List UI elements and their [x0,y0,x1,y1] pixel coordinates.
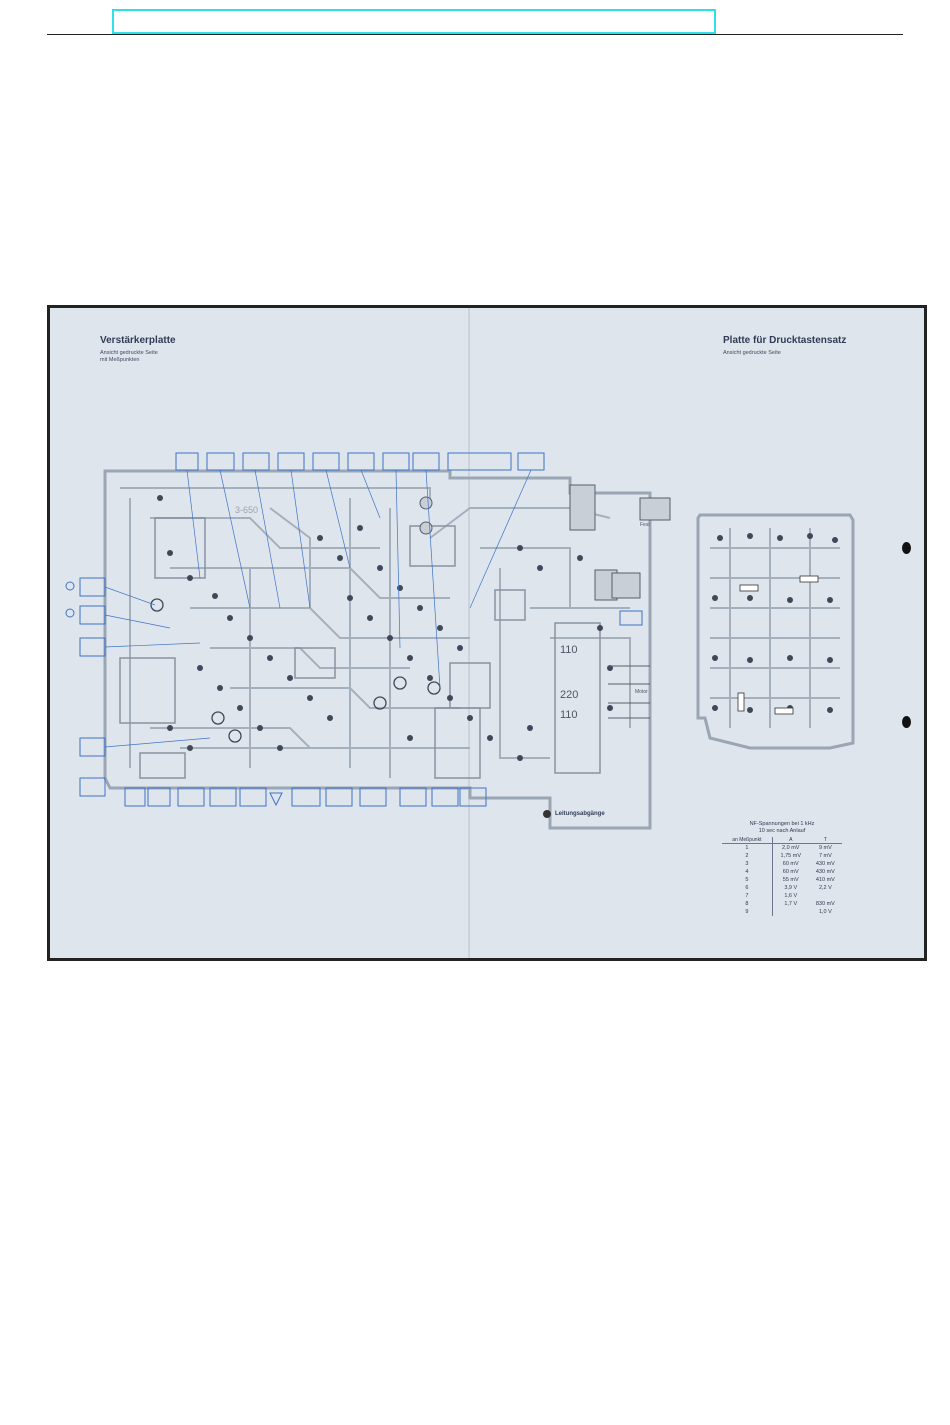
shield-modules [119,517,601,779]
schematic-scan: Verstärkerplatte Ansicht gedruckte Seite… [47,305,927,961]
table-row: 7 1,6 V [722,892,842,900]
table-cell: 1,6 V [784,893,798,899]
table-cell: 9 mV [818,845,832,851]
measurement-table: NF-Spannungen bei 1 kHz 10 sec nach Anla… [722,821,842,916]
table-cell: 430 mV [815,861,835,867]
table-cell: 7 [722,892,773,900]
table-cell: 2,0 mV [782,845,800,851]
legend-line-outputs: Leitungsabgänge [555,811,605,817]
left-board-subtitle-2: mit Meßpunkten [100,357,140,363]
table-row: 2 1,75 mV 7 mV [722,852,842,860]
table-cell: 60 mV [782,861,799,867]
voltage-table: an Meßpunkt A T 1 2,0 mV 9 mV 2 1,75 mV 7 mV… [722,837,842,916]
table-cell: 1 [722,843,773,852]
table-cell: 410 mV [815,877,835,883]
table-cell: 2 [722,852,773,860]
measurement-tags-bottom [79,577,643,807]
table-cell: 830 mV [815,901,835,907]
table-cell: 60 mV [782,869,799,875]
table-row: 5 55 mV 410 mV [722,876,842,884]
voltage-110-bottom: 110 [560,709,578,721]
table-row: 6 3,9 V 2,2 V [722,884,842,892]
part-number: 3-650 [235,505,258,515]
table-cell: 8 [722,900,773,908]
table-caption-2: 10 sec nach Anlauf [758,828,806,834]
measurement-leaders [104,469,532,748]
table-header-point: an Meßpunkt [722,837,773,844]
table-cell: 430 mV [815,869,835,875]
measurement-tags-top [175,452,545,471]
voltage-110-top: 110 [560,644,578,656]
test-point-triangle [269,792,283,807]
binder-hole-bottom [902,716,911,728]
table-cell: 1,7 V [784,901,798,907]
test-point-u-icon [65,608,75,618]
table-cell [809,892,842,900]
pushbutton-resistors [737,575,819,715]
outgoing-wires [608,665,650,719]
page-fold [468,308,470,958]
table-cell: 9 [722,908,773,916]
left-board-title: Verstärkerplatte [100,335,176,346]
table-header-a: A [772,837,809,844]
table-row: 1 2,0 mV 9 mV [722,843,842,852]
connectors [419,484,671,601]
binder-hole-top [902,542,911,554]
table-header-t: T [808,837,842,844]
table-row: 8 1,7 V 830 mV [722,900,842,908]
table-row: 4 60 mV 430 mV [722,868,842,876]
right-board-subtitle: Ansicht gedruckte Seite [723,350,781,356]
header-highlight-box [112,9,716,34]
circuit-board-drawing: 3-650 110 220 110 Motor Fest [65,452,855,830]
fuse-label: Fest [640,522,650,528]
table-cell: 7 mV [818,853,832,859]
table-cell: 1,75 mV [780,853,801,859]
test-point-f-icon [65,581,75,591]
right-board-title: Platte für Drucktastensatz [723,335,847,346]
table-cell: 4 [722,868,773,876]
pushbutton-board-pads [712,533,838,713]
solder-pads [157,495,613,761]
table-cell: 1,0 V [818,909,832,915]
pushbutton-board-traces [710,528,840,728]
schematic-sheet: Verstärkerplatte Ansicht gedruckte Seite… [50,308,924,958]
pushbutton-board-outline [696,513,855,750]
left-board-subtitle-1: Ansicht gedruckte Seite [100,350,158,356]
voltage-220: 220 [560,689,578,701]
legend-half-circle-icon [543,810,551,818]
table-cell: 55 mV [782,877,799,883]
table-cell: 6 [722,884,773,892]
table-cell: 5 [722,876,773,884]
table-caption-1: NF-Spannungen bei 1 kHz [749,821,815,827]
motor-label: Motor [635,689,648,695]
header-rule [47,34,903,35]
table-cell [772,908,808,916]
board-traces [120,487,631,778]
table-row: 9 1,0 V [722,908,842,916]
table-cell: 3,9 V [784,885,798,891]
table-row: 3 60 mV 430 mV [722,860,842,868]
table-cell: 2,2 V [818,885,832,891]
table-cell: 3 [722,860,773,868]
